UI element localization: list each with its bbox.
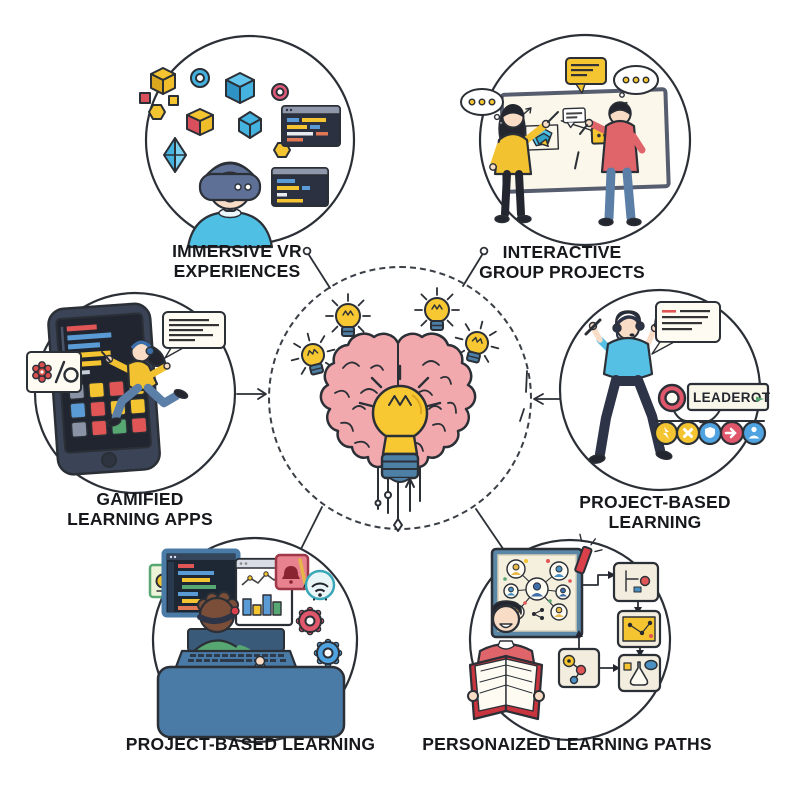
share-icon (532, 608, 544, 620)
flow-box (617, 653, 662, 693)
badge-row (653, 420, 767, 446)
marker-icon (574, 533, 603, 575)
arrow-icon (724, 427, 737, 439)
presenter-woman (489, 104, 559, 224)
presenter-man (579, 101, 646, 227)
octahedron-icon (163, 137, 187, 173)
speech-bubble-text (565, 57, 607, 94)
speech-bubble-ellipsis (613, 65, 659, 98)
label-line: PERSONAIZED LEARNING PATHS (422, 734, 712, 754)
desk (156, 665, 346, 739)
label-personalized-paths: PERSONAIZED LEARNING PATHS (402, 734, 732, 754)
wifi-badge (304, 569, 336, 601)
node-project-based-bottom-illustration (148, 536, 359, 744)
leaderboard-label: LEADEROT (693, 390, 771, 405)
speech-bubble-ellipsis (460, 88, 504, 126)
notification-box (274, 553, 310, 591)
label-line: GROUP PROJECTS (479, 262, 645, 283)
learning-flowchart (557, 561, 662, 693)
label-line: IMMERSIVE VR (172, 241, 302, 261)
ring-icon (190, 68, 210, 88)
bell-icon (282, 566, 300, 579)
label-line: PROJECT-BASED (579, 492, 731, 512)
flow-box (616, 609, 662, 649)
pin-icon (479, 246, 489, 256)
bolt-icon (663, 427, 669, 439)
leaderboard-box: LEADEROT (686, 382, 771, 412)
center-brain-illustration (290, 287, 500, 532)
vr-headset-icon (198, 172, 262, 202)
label-group-projects: INTERACTIVE GROUP PROJECTS (452, 242, 672, 283)
label-line: INTERACTIVE (502, 242, 622, 262)
flask-icon (629, 661, 649, 686)
vr-headset-boy (186, 161, 274, 249)
code-window (271, 167, 329, 207)
reader-with-book (467, 600, 545, 721)
achievement-card (26, 351, 82, 393)
label-line: LEARNING APPS (67, 509, 213, 530)
node-personalized-paths-illustration (467, 533, 672, 742)
node-immersive-vr-illustration (139, 34, 356, 249)
node-gamified-apps-illustration (26, 291, 237, 495)
medal-ring-icon (657, 383, 687, 413)
label-line: GAMIFIED (96, 489, 184, 509)
laptop-keyboard (174, 649, 298, 669)
pin-icon (302, 246, 312, 256)
running-learner (101, 339, 189, 427)
lightbulb-large-icon (358, 364, 442, 483)
label-project-based-right: PROJECT-BASED LEARNING (545, 492, 765, 533)
shield-icon (705, 427, 715, 438)
label-line: LEARNING (608, 512, 702, 533)
code-window (281, 105, 341, 147)
label-line: PROJECT-BASED LEARNING (125, 734, 376, 754)
flower-icon (32, 361, 52, 383)
speech-bubble-text (651, 301, 721, 355)
speech-bubble-text (162, 311, 226, 359)
floating-3d-shapes (139, 67, 291, 173)
label-project-based-bottom: PROJECT-BASED LEARNING (98, 734, 403, 754)
label-line: EXPERIENCES (173, 261, 301, 282)
person-icon (748, 426, 760, 439)
x-icon (683, 428, 693, 438)
label-immersive-vr: IMMERSIVE VR EXPERIENCES (127, 241, 347, 282)
flow-box (557, 647, 601, 689)
label-gamified-apps: GAMIFIED LEARNING APPS (30, 489, 250, 530)
node-project-based-right-illustration: LEADEROT (558, 288, 771, 492)
node-group-projects-illustration (460, 33, 692, 247)
flow-box (612, 561, 660, 603)
ring-icon (271, 83, 289, 101)
